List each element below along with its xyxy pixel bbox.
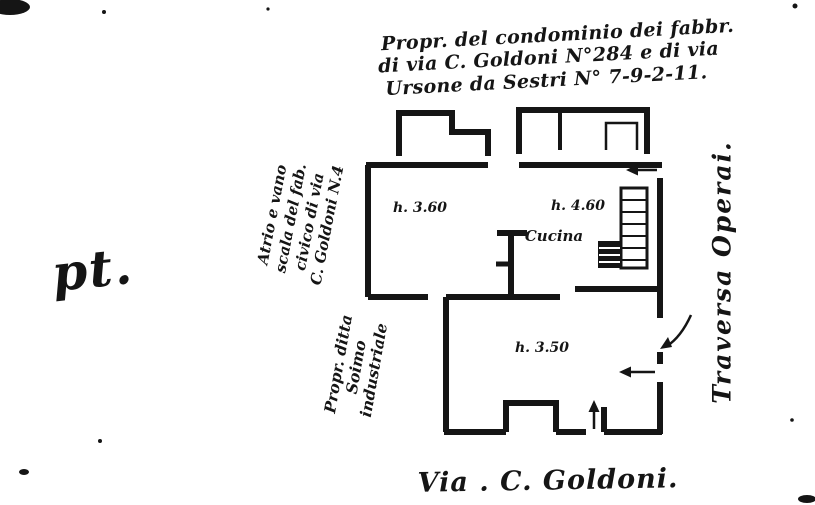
- street-name-right: Traversa Operai.: [707, 140, 737, 404]
- room-label-h360: h. 3.60: [392, 200, 448, 216]
- street-name-bottom: Via . C. Goldoni.: [417, 463, 679, 499]
- entrance-arrow-icons: [588, 164, 693, 429]
- floor-level-label: pt.: [49, 235, 137, 304]
- staircase: [604, 121, 649, 270]
- walls: [365, 107, 663, 435]
- room-label-h350: h. 3.50: [514, 340, 570, 356]
- room-label-kitchen: Cucina: [524, 227, 584, 245]
- room-label-h460: h. 4.60: [550, 198, 606, 214]
- stair-treads: [598, 241, 621, 268]
